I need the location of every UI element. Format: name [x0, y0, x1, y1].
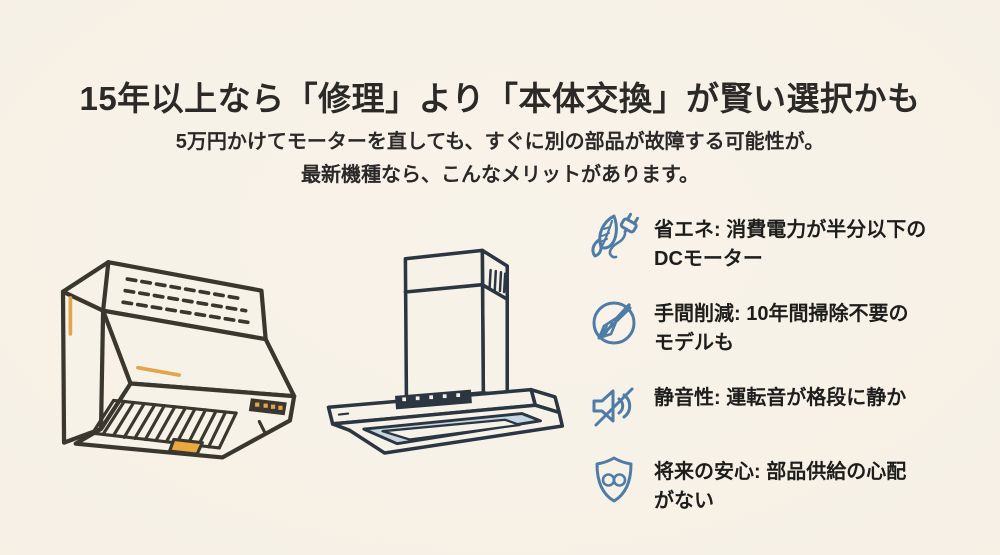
- benefit-text: 手間削減: 10年間掃除不要の モデルも: [654, 303, 909, 354]
- benefit-text: 静音性: 運転音が格段に静か: [654, 387, 907, 409]
- mute-speaker-icon: [588, 380, 640, 432]
- old-hood-body: [60, 260, 297, 460]
- modern-range-hood-drawing: [326, 248, 565, 455]
- benefit-item-future-proof: 将来の安心: 部品供給の心配 がない: [588, 456, 988, 516]
- subtitle-line-2: 最新機種なら、こんなメリットがあります。: [301, 164, 699, 186]
- modern-range-hood-illustration: [318, 240, 578, 479]
- modern-hood-control-panel: [395, 389, 472, 410]
- page-title: 15年以上なら「修理」より「本体交換」が賢い選択かも: [79, 80, 921, 118]
- subtitle-line-1: 5万円かけてモーターを直しても、すぐに別の部品が故障する可能性が。: [175, 131, 825, 153]
- benefit-text: 省エネ: 消費電力が半分以下の DCモーター: [654, 219, 927, 270]
- benefit-text: 将来の安心: 部品供給の心配 がない: [654, 461, 907, 512]
- eco-plug-icon: [588, 212, 640, 264]
- benefit-item-low-maintenance: 手間削減: 10年間掃除不要の モデルも: [588, 300, 988, 358]
- old-hood-grille: [90, 398, 238, 450]
- no-cleaning-icon: [588, 296, 640, 348]
- shield-infinity-icon: [588, 454, 640, 506]
- benefits-list: 省エネ: 消費電力が半分以下の DCモーター 手間削減: 10年間掃除不要の モ…: [588, 212, 988, 516]
- modern-hood-filter-panel: [381, 418, 521, 441]
- modern-hood-chimney: [403, 248, 509, 402]
- benefit-item-energy: 省エネ: 消費電力が半分以下の DCモーター: [588, 212, 988, 274]
- modern-hood-body: [326, 387, 565, 455]
- old-hood-accents: [68, 296, 287, 456]
- benefit-item-quiet: 静音性: 運転音が格段に静か: [588, 384, 988, 432]
- subtitle: 5万円かけてモーターを直しても、すぐに別の部品が故障する可能性が。 最新機種なら…: [0, 126, 1000, 192]
- old-range-hood-illustration: [25, 245, 310, 483]
- old-hood-lamp: [168, 437, 204, 456]
- old-range-hood-drawing: [60, 260, 297, 460]
